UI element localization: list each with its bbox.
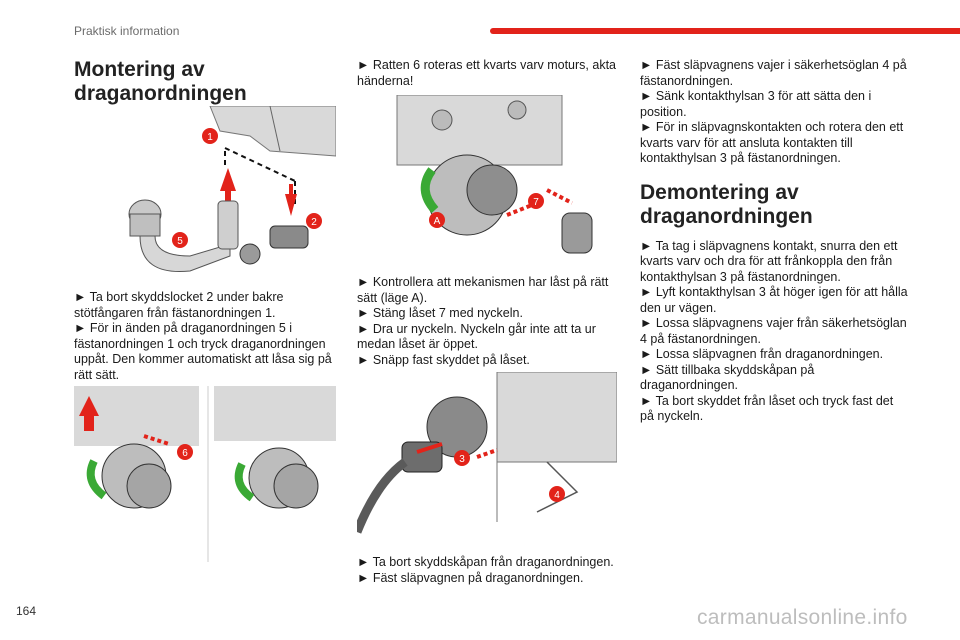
instruction-attach-cable: ► Fäst släpvagnens vajer i säkerhetsögla… [640,58,907,88]
instruction-lower-socket: ► Sänk kontakthylsan 3 för att sätta den… [640,89,872,119]
figure-divider [207,386,209,562]
column-3: ► Fäst släpvagnens vajer i säkerhetsögla… [640,58,910,425]
callout-A: A [434,216,441,227]
instruction-refit-cover: ► Sätt tillbaka skyddskåpan på draganord… [640,362,815,393]
column-1: Montering av draganordningen [74,58,336,106]
instruction-snap-cover: ► Snäpp fast skyddet på låset. [357,352,530,367]
figure-lock-key: 7 A [357,95,617,267]
callout-1: 1 [207,132,213,143]
instruction-check-lock: ► Kontrollera att mekanismen har låst på… [357,275,609,305]
column-1-text: ► Ta bort skyddslocket 2 under bakre stö… [74,290,336,383]
callout-7: 7 [533,197,539,208]
section-title-mounting: Montering av draganordningen [74,58,247,105]
figure-rotate-knob: 6 [74,386,199,516]
callout-4: 4 [554,490,560,501]
callout-2: 2 [311,217,317,228]
instruction-close-lock: ► Stäng låset 7 med nyckeln. [357,306,523,320]
callout-6: 6 [182,448,188,459]
instruction-knob-rotate: ► Ratten 6 roteras ett kvarts varv motur… [357,58,616,88]
instruction-remove-cap: ► Ta bort skyddslocket 2 under bakre stö… [74,290,284,320]
section-header: Praktisk information [74,24,180,38]
instruction-release-trailer: ► Lossa släpvagnen från draganordningen. [640,347,884,361]
callout-5: 5 [177,236,183,247]
column-2: ► Ratten 6 roteras ett kvarts varv motur… [357,58,619,89]
figure-knob-locked [214,386,336,516]
instruction-remove-lock-cover: ► Ta bort skyddet från låset och tryck f… [640,393,894,424]
page-number: 164 [16,604,37,618]
instruction-connect-plug: ► För in släpvagnskontakten och rotera d… [640,120,904,165]
instruction-remove-cover: ► Ta bort skyddskåpan från draganordning… [357,555,614,569]
figure-mounting-towbar: 1 2 5 [110,106,336,286]
section-title-dismounting: Demontering av draganordningen [640,180,813,228]
instruction-release-cable: ► Lossa släpvagnens vajer från säkerhets… [640,316,907,346]
column-2-bottom-text: ► Ta bort skyddskåpan från draganordning… [357,555,619,586]
figure-socket-cable: 3 4 [357,372,617,544]
instruction-lift-socket: ► Lyft kontakthylsan 3 åt höger igen för… [640,285,908,315]
instruction-remove-key: ► Dra ur nyckeln. Nyckeln går inte att t… [357,321,596,352]
instruction-insert-towbar: ► För in änden på draganordningen 5 i fä… [74,321,332,382]
column-2-text: ► Kontrollera att mekanismen har låst på… [357,275,619,368]
header-accent-bar [490,28,960,34]
watermark: carmanualsonline.info [697,606,908,629]
callout-3: 3 [459,454,465,465]
instruction-disconnect-plug: ► Ta tag i släpvagnens kontakt, snurra d… [640,238,898,284]
instruction-attach-trailer: ► Fäst släpvagnen på draganordningen. [357,570,584,585]
